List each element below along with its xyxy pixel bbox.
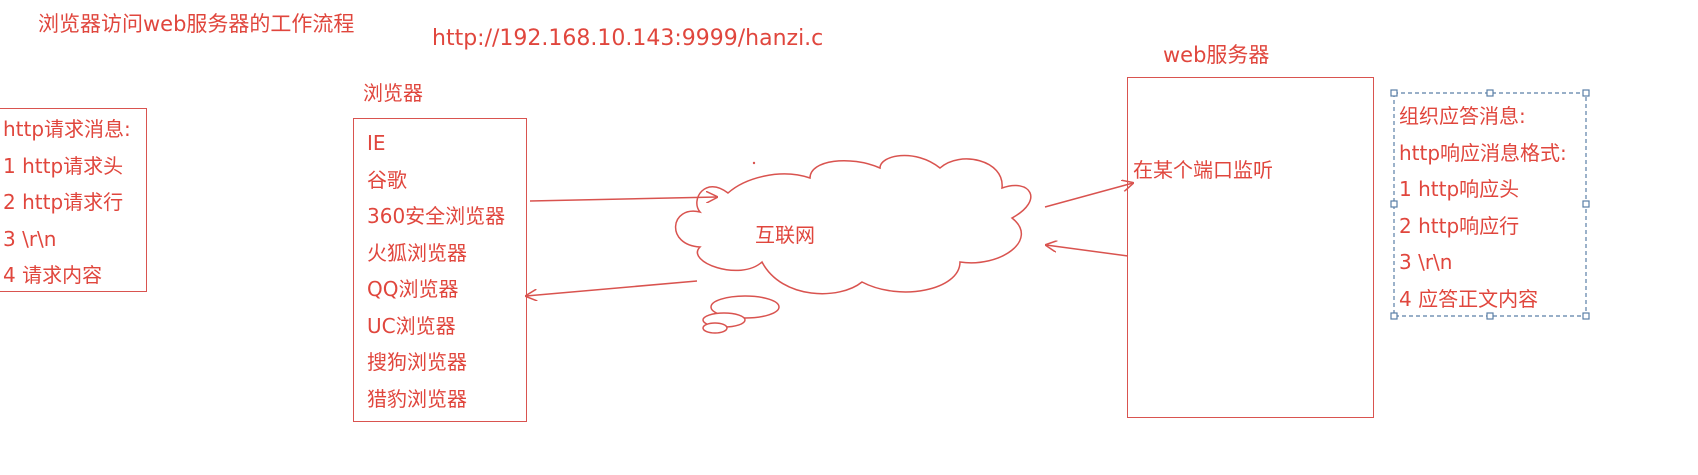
resize-handle-n[interactable] — [1486, 89, 1494, 97]
resize-handle-sw[interactable] — [1390, 312, 1398, 320]
response-message-list: 组织应答消息: http响应消息格式: 1 http响应头 2 http响应行 … — [1399, 103, 1567, 322]
response-line: http响应消息格式: — [1399, 140, 1567, 165]
resize-handle-ne[interactable] — [1582, 89, 1590, 97]
arrow-cloud-to-server — [1044, 183, 1133, 208]
browser-item: QQ浏览器 — [367, 277, 459, 301]
request-message-list: http请求消息: 1 http请求头 2 http请求行 3 \r\n 4 请… — [3, 116, 131, 299]
request-line: 3 \r\n — [3, 226, 57, 251]
cloud-bubble-small — [702, 322, 728, 334]
resize-handle-e[interactable] — [1582, 200, 1590, 208]
server-box — [1127, 77, 1374, 418]
browser-item: 谷歌 — [367, 167, 407, 192]
browser-item: UC浏览器 — [367, 313, 456, 338]
browser-item: 火狐浏览器 — [367, 240, 467, 265]
response-line: 3 \r\n — [1399, 250, 1453, 274]
resize-handle-s[interactable] — [1486, 312, 1494, 320]
request-message-box — [0, 108, 147, 292]
resize-handle-nw[interactable] — [1390, 89, 1398, 97]
server-listen-text: 在某个端口监听 — [1133, 158, 1273, 182]
browser-item: 搜狗浏览器 — [367, 350, 467, 374]
browser-label: 浏览器 — [363, 81, 423, 105]
request-line: 2 http请求行 — [3, 190, 124, 214]
response-line: 2 http响应行 — [1399, 213, 1520, 238]
cloud-label: 互联网 — [755, 223, 815, 247]
arrow-cloud-to-browser — [526, 280, 698, 296]
resize-handle-se[interactable] — [1582, 312, 1590, 320]
url-text: http://192.168.10.143:9999/hanzi.c — [432, 26, 824, 51]
request-line: 4 请求内容 — [3, 263, 103, 287]
request-line: 1 http请求头 — [3, 153, 124, 178]
response-line: 组织应答消息: — [1399, 104, 1526, 128]
response-line: 1 http响应头 — [1399, 177, 1520, 201]
stray-dot — [752, 161, 756, 165]
resize-handle-w[interactable] — [1390, 200, 1398, 208]
arrow-browser-to-cloud — [529, 197, 717, 201]
browser-list: IE 谷歌 360安全浏览器 火狐浏览器 QQ浏览器 UC浏览器 搜狗浏览器 猎… — [367, 130, 505, 422]
browser-item: 360安全浏览器 — [367, 204, 506, 228]
request-line: http请求消息: — [3, 117, 131, 141]
browser-item: IE — [367, 131, 386, 155]
server-label: web服务器 — [1163, 43, 1270, 67]
browser-box — [353, 118, 527, 422]
diagram-title: 浏览器访问web服务器的工作流程 — [38, 12, 355, 36]
browser-item: 猎豹浏览器 — [367, 386, 467, 411]
response-line: 4 应答正文内容 — [1399, 286, 1539, 311]
arrow-server-to-cloud — [1046, 245, 1129, 257]
internet-cloud-icon — [674, 154, 1032, 295]
